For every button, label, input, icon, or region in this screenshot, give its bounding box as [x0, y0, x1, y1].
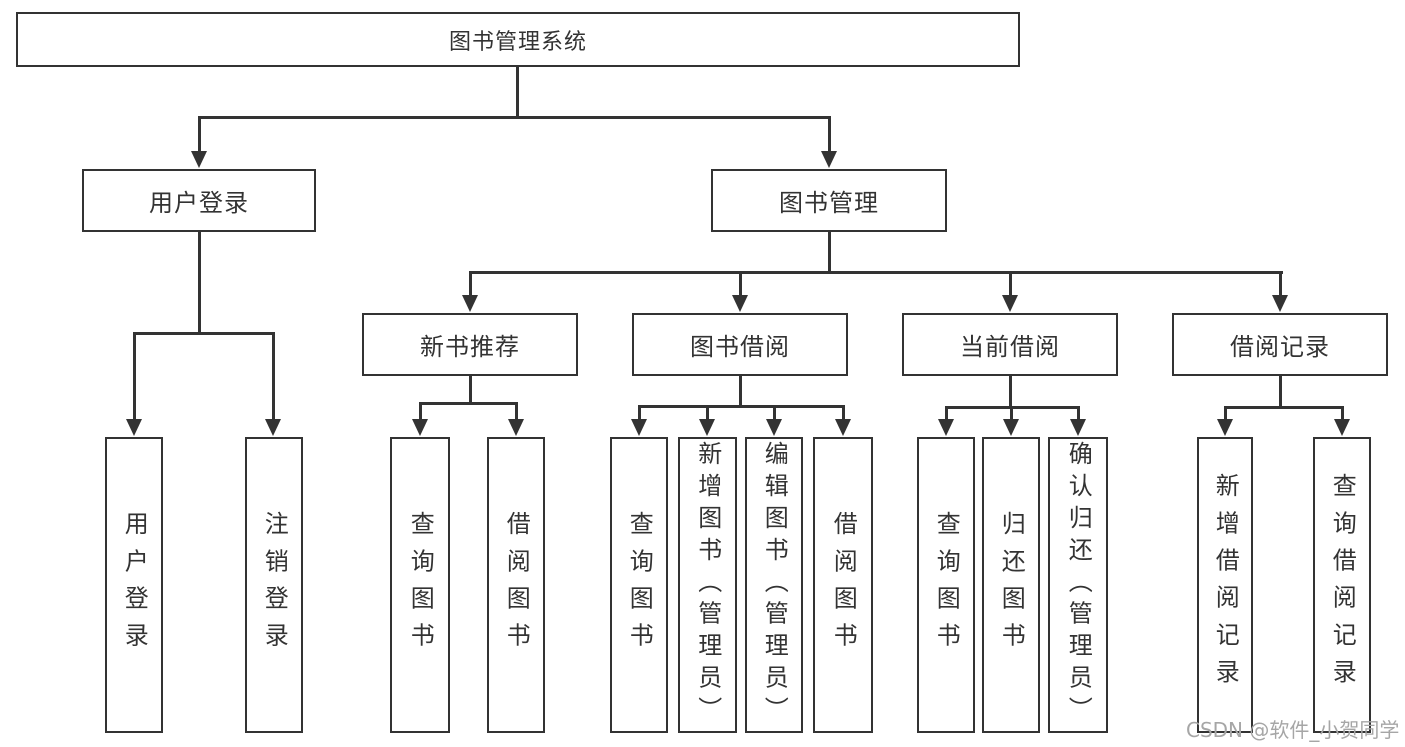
node-cb-return-book-label: 归还图书 [997, 510, 1026, 660]
connector-drop-leaf-user-login [132, 333, 136, 421]
arrowhead-user-login [191, 151, 207, 168]
connector-drop-bb-add [705, 406, 709, 421]
connector-book-borrow-stem [738, 376, 742, 408]
node-bb-add-book: 新增图书（管理员） [678, 437, 737, 733]
node-leaf-logout-label: 注销登录 [260, 510, 289, 660]
connector-drop-bb-query [637, 406, 641, 421]
node-new-book-rec-label: 新书推荐 [420, 333, 520, 361]
node-cb-confirm-return-label: 确认归还（管理员） [1064, 441, 1093, 729]
arrowhead-bb-borrow [835, 419, 851, 436]
connector-drop-current-borrow [1008, 272, 1012, 297]
connector-drop-br-add [1223, 407, 1227, 421]
node-root-label: 图书管理系统 [448, 29, 587, 55]
node-rec-query-book-label: 查询图书 [406, 510, 435, 660]
node-user-login-label: 用户登录 [149, 189, 249, 217]
arrowhead-current-borrow [1002, 295, 1018, 312]
node-rec-query-book: 查询图书 [390, 437, 450, 733]
node-borrow-record-label: 借阅记录 [1230, 333, 1330, 361]
connector-drop-rec-borrow [514, 403, 518, 421]
node-bb-query-book: 查询图书 [610, 437, 668, 733]
node-cb-query-book: 查询图书 [917, 437, 975, 733]
connector-drop-bb-edit [772, 406, 776, 421]
connector-drop-borrow-record [1278, 272, 1282, 297]
connector-new-book-rec-stem [468, 376, 472, 405]
arrowhead-cb-return [1003, 419, 1019, 436]
arrowhead-rec-query [412, 419, 428, 436]
node-bb-edit-book-label: 编辑图书（管理员） [760, 441, 789, 729]
node-br-add-record: 新增借阅记录 [1197, 437, 1253, 733]
node-book-mgmt-label: 图书管理 [779, 189, 879, 217]
arrowhead-new-book-rec [462, 295, 478, 312]
node-leaf-logout: 注销登录 [245, 437, 303, 733]
arrowhead-leaf-logout [265, 419, 281, 436]
connector-borrow-record-stem [1278, 376, 1282, 409]
arrowhead-bb-add [699, 419, 715, 436]
node-book-borrow-label: 图书借阅 [690, 333, 790, 361]
arrowhead-leaf-user-login [126, 419, 142, 436]
arrowhead-borrow-record [1272, 295, 1288, 312]
node-user-login: 用户登录 [82, 169, 316, 232]
connector-drop-book-borrow [738, 272, 742, 297]
connector-drop-user-login [197, 117, 201, 153]
connector-drop-br-query [1340, 407, 1344, 421]
node-current-borrow-label: 当前借阅 [960, 333, 1060, 361]
node-bb-query-book-label: 查询图书 [625, 510, 654, 660]
node-borrow-record: 借阅记录 [1172, 313, 1388, 376]
connector-root-stem [515, 67, 519, 117]
connector-new-book-rec-split [418, 402, 518, 405]
node-rec-borrow-book: 借阅图书 [487, 437, 545, 733]
connector-drop-cb-query [944, 407, 948, 421]
node-leaf-user-login: 用户登录 [105, 437, 163, 733]
node-bb-add-book-label: 新增图书（管理员） [693, 441, 722, 729]
node-br-query-record: 查询借阅记录 [1313, 437, 1371, 733]
connector-drop-new-book-rec [468, 272, 472, 297]
arrowhead-br-add [1217, 419, 1233, 436]
node-bb-borrow-book-label: 借阅图书 [829, 510, 858, 660]
connector-book-borrow-split [637, 405, 845, 408]
connector-drop-cb-confirm [1076, 407, 1080, 421]
connector-level1-split [197, 115, 831, 119]
csdn-watermark: CSDN @软件_小贺同学 [1186, 718, 1400, 742]
arrowhead-bb-query [631, 419, 647, 436]
node-root: 图书管理系统 [16, 12, 1020, 67]
node-bb-borrow-book: 借阅图书 [813, 437, 873, 733]
node-book-borrow: 图书借阅 [632, 313, 848, 376]
connector-level3-split [468, 271, 1283, 274]
node-cb-confirm-return: 确认归还（管理员） [1048, 437, 1108, 733]
node-book-mgmt: 图书管理 [711, 169, 947, 232]
arrowhead-book-borrow [732, 295, 748, 312]
node-new-book-rec: 新书推荐 [362, 313, 578, 376]
arrowhead-cb-confirm [1070, 419, 1086, 436]
connector-user-login-stem [197, 232, 201, 335]
node-bb-edit-book: 编辑图书（管理员） [745, 437, 803, 733]
node-leaf-user-login-label: 用户登录 [120, 510, 149, 660]
arrowhead-rec-borrow [508, 419, 524, 436]
connector-drop-rec-query [418, 403, 422, 421]
arrowhead-bb-edit [766, 419, 782, 436]
connector-drop-leaf-logout [271, 333, 275, 421]
node-br-query-record-label: 查询借阅记录 [1328, 473, 1357, 697]
node-rec-borrow-book-label: 借阅图书 [502, 510, 531, 660]
connector-current-borrow-stem [1008, 376, 1012, 409]
connector-drop-cb-return [1009, 407, 1013, 421]
connector-drop-bb-borrow [841, 406, 845, 421]
connector-borrow-record-split [1223, 406, 1344, 409]
arrowhead-book-mgmt [821, 151, 837, 168]
connector-book-mgmt-stem [827, 232, 831, 274]
node-cb-query-book-label: 查询图书 [932, 510, 961, 660]
node-br-add-record-label: 新增借阅记录 [1211, 473, 1240, 697]
arrowhead-cb-query [938, 419, 954, 436]
connector-drop-book-mgmt [827, 117, 831, 153]
node-cb-return-book: 归还图书 [982, 437, 1040, 733]
node-current-borrow: 当前借阅 [902, 313, 1118, 376]
arrowhead-br-query [1334, 419, 1350, 436]
connector-user-login-split [132, 332, 275, 335]
